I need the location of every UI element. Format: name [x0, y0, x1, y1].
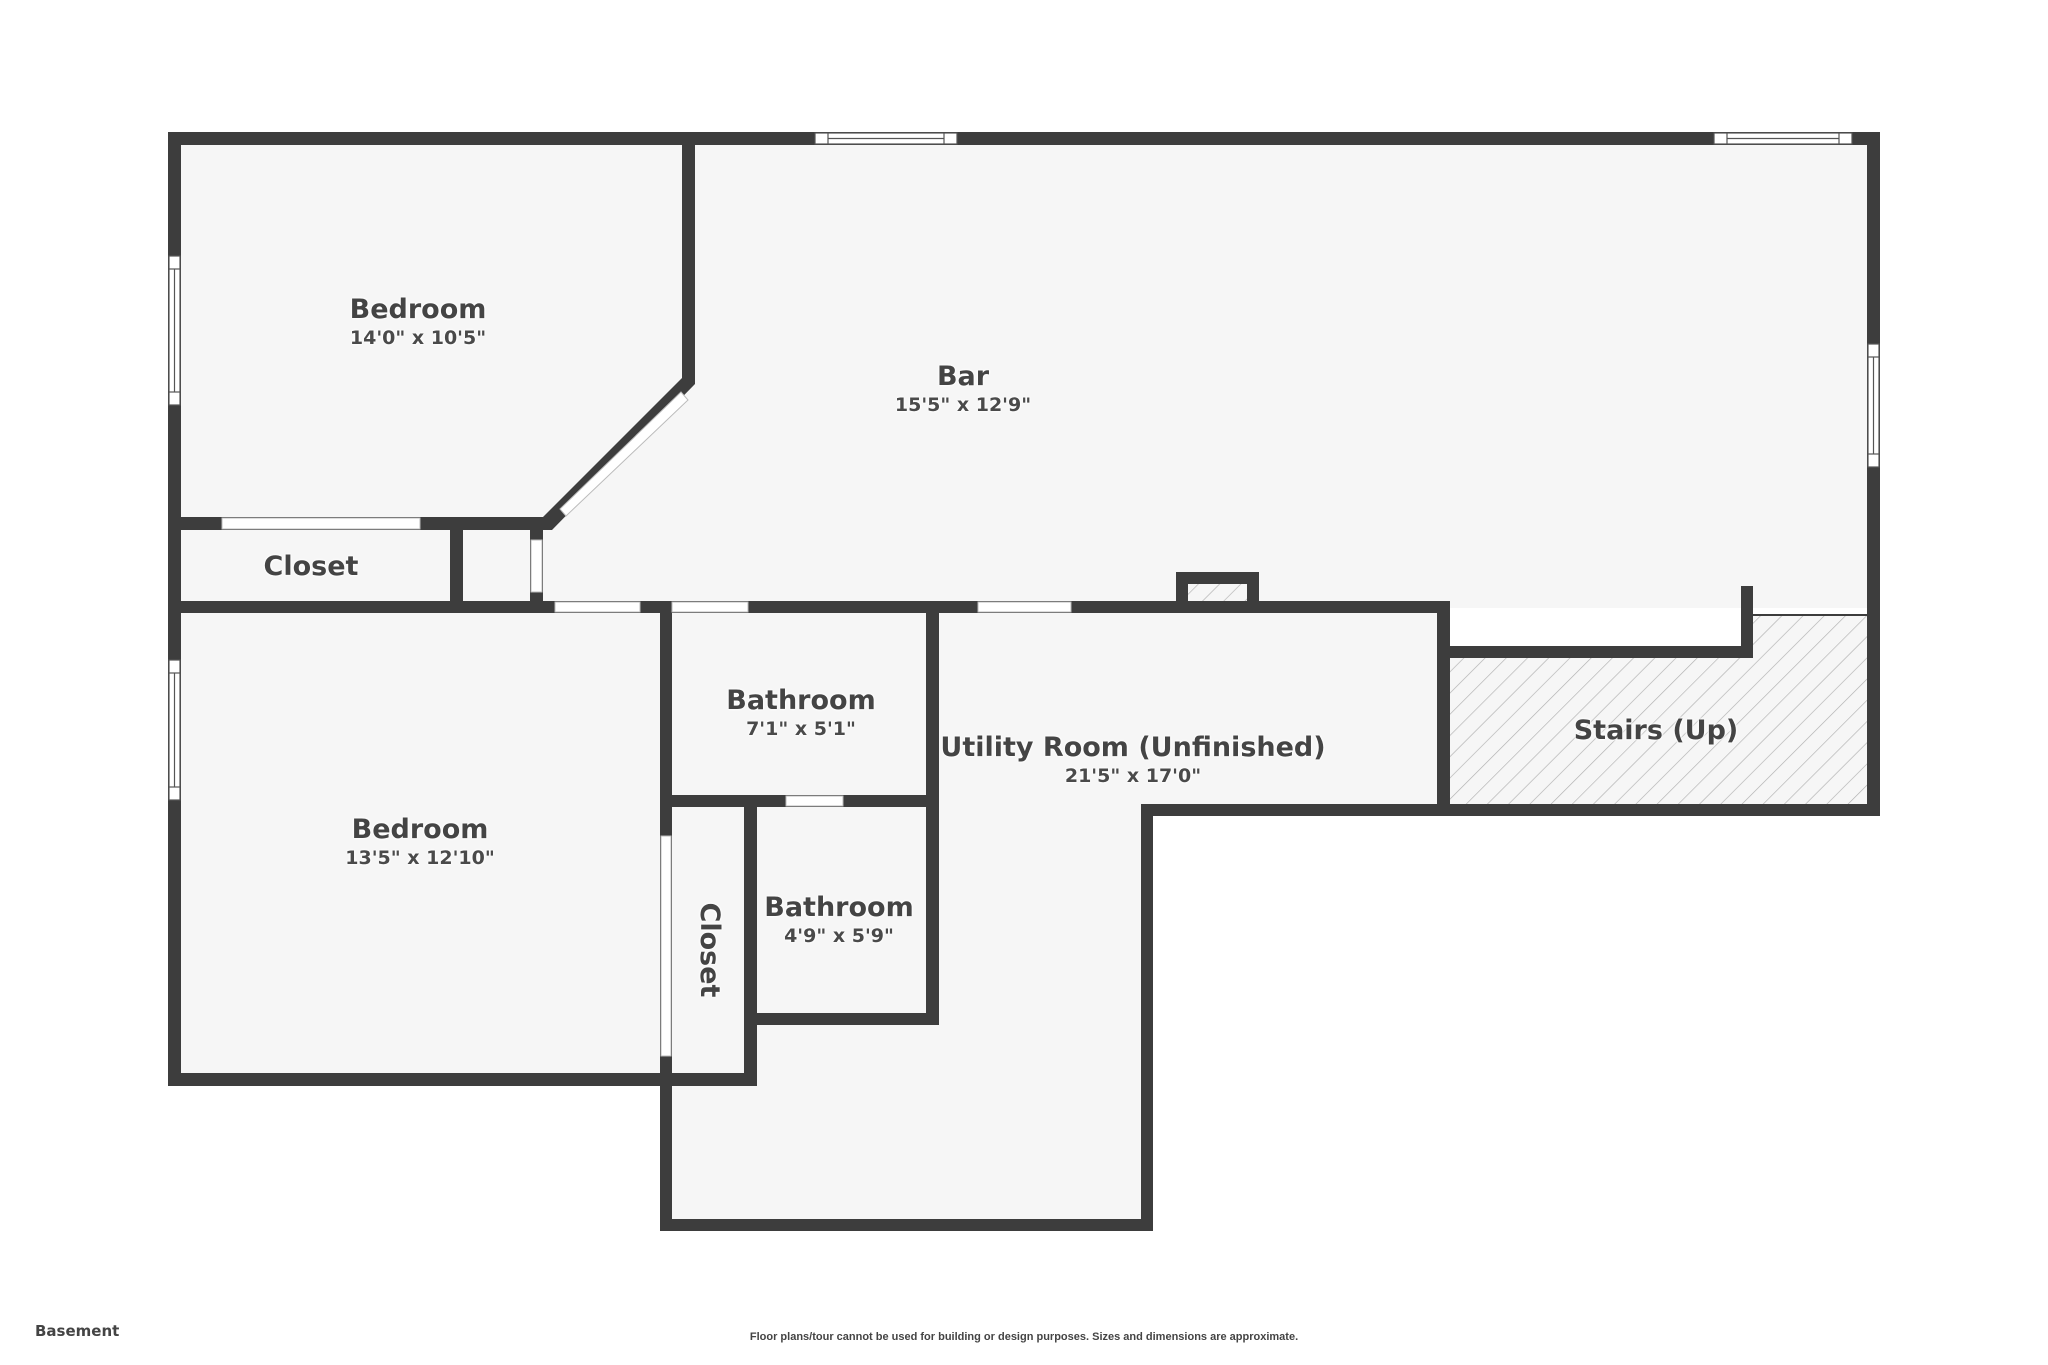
room-dimensions: 13'5" x 12'10" — [345, 847, 495, 869]
room-name: Bedroom — [349, 294, 487, 325]
stairs-area — [1450, 614, 1874, 808]
room-label-bathroom-1: Bathroom 7'1" x 5'1" — [726, 685, 875, 741]
room-label-stairs: Stairs (Up) — [1574, 715, 1739, 747]
room-dimensions: 21'5" x 17'0" — [1064, 765, 1202, 787]
room-name: Utility Room (Unfinished) — [940, 732, 1326, 763]
room-name: Stairs (Up) — [1573, 715, 1739, 746]
room-label-utility-room: Utility Room (Unfinished) 21'5" x 17'0" — [940, 732, 1325, 788]
room-name: Bedroom — [351, 814, 489, 845]
doors — [221, 391, 1072, 1057]
room-label-bathroom-2: Bathroom 4'9" x 5'9" — [764, 892, 913, 948]
room-dimensions: 4'9" x 5'9" — [784, 925, 894, 947]
disclaimer-text: Floor plans/tour cannot be used for buil… — [749, 1331, 1299, 1343]
room-name: Bathroom — [726, 685, 876, 716]
room-label-bedroom-2: Bedroom 13'5" x 12'10" — [345, 814, 494, 870]
chimney-hatch — [1188, 584, 1247, 601]
room-dimensions: 15'5" x 12'9" — [894, 394, 1032, 416]
room-name: Bar — [936, 361, 990, 392]
room-label-bedroom-1: Bedroom 14'0" x 10'5" — [350, 294, 487, 350]
windows — [168, 132, 1880, 801]
room-label-bar: Bar 15'5" x 12'9" — [895, 361, 1031, 417]
room-dimensions: 14'0" x 10'5" — [349, 327, 487, 349]
room-name: Bathroom — [764, 892, 914, 923]
room-name: Closet — [694, 902, 725, 998]
room-name: Closet — [263, 551, 359, 582]
floor-name-label: Basement — [35, 1322, 120, 1340]
room-dimensions: 7'1" x 5'1" — [746, 718, 856, 740]
room-label-closet-1: Closet — [264, 551, 359, 583]
room-label-closet-2: Closet — [693, 903, 725, 998]
